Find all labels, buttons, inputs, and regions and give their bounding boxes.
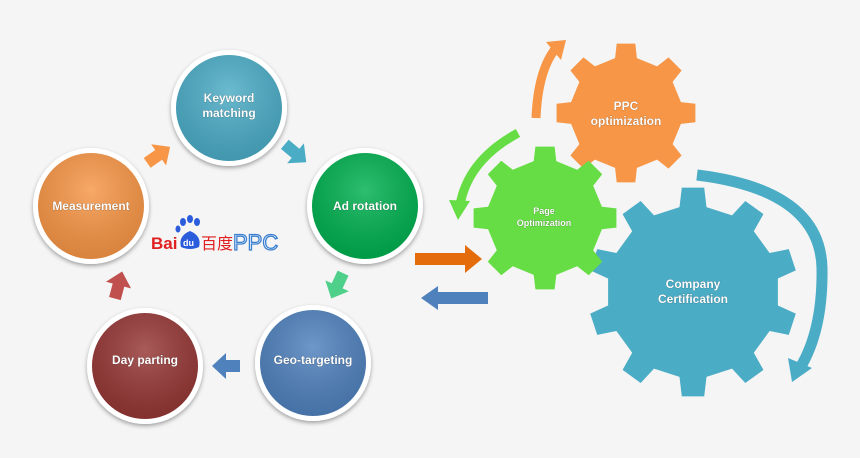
measurement-label: Measurement [52, 199, 129, 213]
logo-bai-text: Bai [151, 234, 177, 253]
geo-targeting-node: Geo-targeting [255, 305, 371, 421]
baidu-ppc-logo: Bai du 百度 PPC [151, 215, 279, 256]
arrow-ad-rotation-to-geo [325, 270, 349, 299]
company-certification-label-2: Certification [658, 292, 728, 306]
arrow-geo-to-day-parting [212, 353, 240, 379]
arrow-from-gears [421, 286, 488, 310]
page-optimization-gear [473, 146, 617, 290]
logo-ppc-text: PPC [233, 230, 278, 255]
page-optimization-label-1: Page [533, 206, 555, 216]
curved-arrow-teal [696, 169, 828, 382]
arrow-day-parting-to-measurement [105, 271, 132, 301]
keyword-matching-label-1: Keyword [204, 91, 255, 105]
ppc-optimization-label-2: optimization [591, 114, 662, 128]
ppc-optimization-gear [556, 43, 696, 183]
day-parting-label: Day parting [112, 353, 178, 367]
keyword-matching-node: Keyword matching [171, 50, 287, 166]
page-optimization-label-2: Optimization [517, 218, 572, 228]
logo-chinese-text: 百度 [201, 235, 233, 253]
geo-targeting-label: Geo-targeting [274, 353, 353, 367]
measurement-node: Measurement [33, 148, 149, 264]
ppc-optimization-label-1: PPC [614, 99, 639, 113]
arrow-measurement-to-keyword [143, 144, 171, 168]
day-parting-node: Day parting [87, 308, 203, 424]
company-certification-label-1: Company [666, 277, 721, 291]
logo-du-text: du [183, 238, 194, 248]
baidu-paw-icon [175, 215, 200, 249]
arrow-keyword-to-ad-rotation [280, 139, 307, 164]
curved-arrow-orange [531, 40, 566, 119]
arrow-to-gears [415, 245, 482, 273]
company-certification-gear [590, 187, 796, 397]
ad-rotation-node: Ad rotation [307, 148, 423, 264]
curved-arrow-green [449, 129, 521, 220]
keyword-matching-label-2: matching [202, 106, 255, 120]
ad-rotation-label: Ad rotation [333, 199, 397, 213]
